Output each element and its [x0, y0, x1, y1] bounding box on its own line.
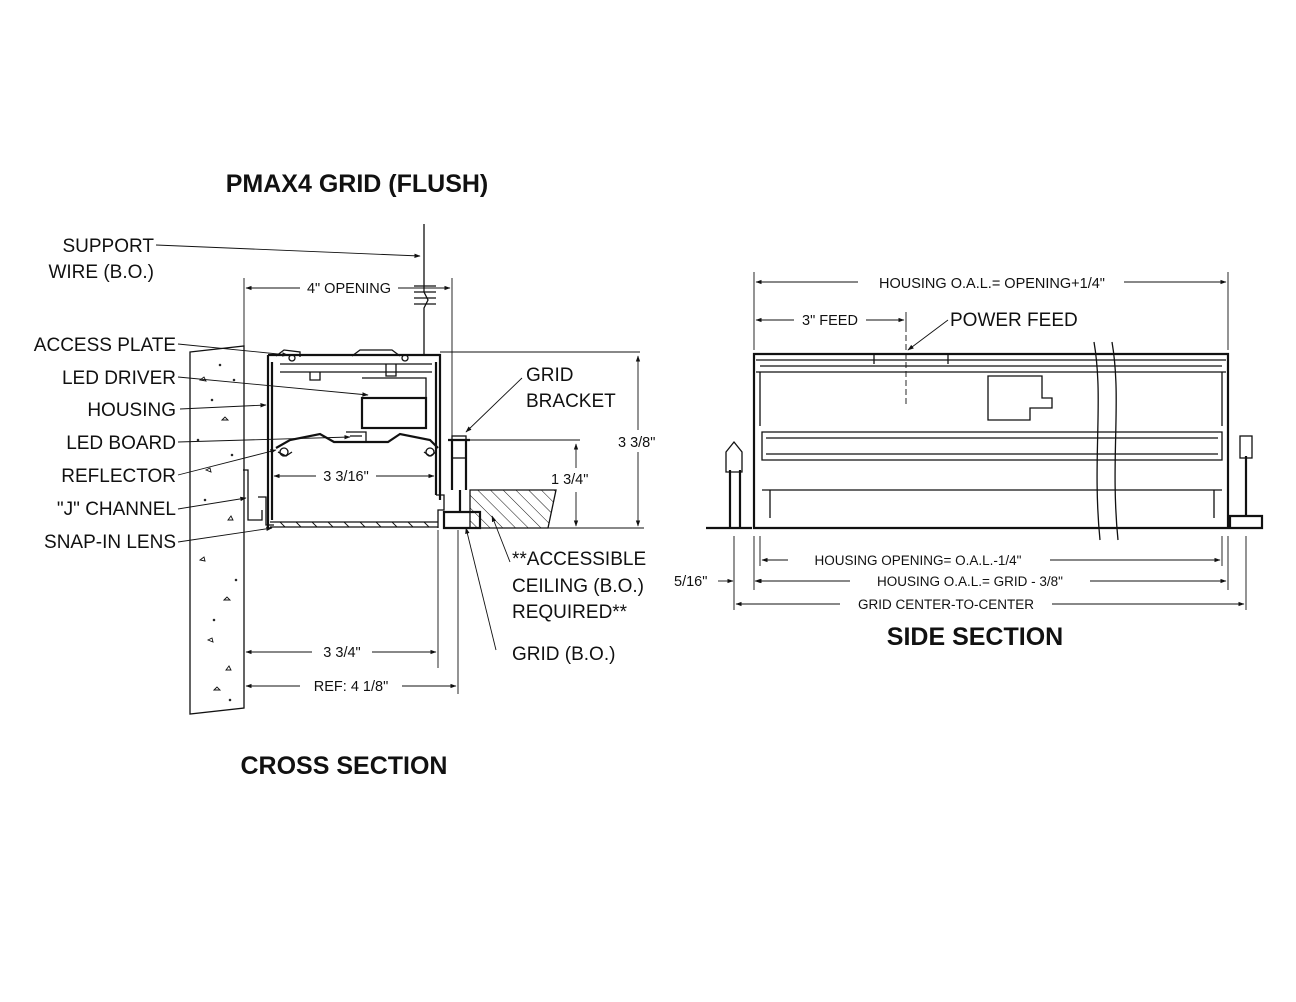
- label-accessible-1: **ACCESSIBLE: [512, 549, 646, 570]
- label-housing: HOUSING: [87, 400, 176, 421]
- label-support-wire-1: SUPPORT: [62, 236, 154, 257]
- dim-feed: 3" FEED: [802, 313, 858, 329]
- support-wire: [423, 224, 429, 356]
- snap-in-lens: [270, 521, 438, 528]
- label-support-wire-2: WIRE (B.O.): [48, 262, 154, 283]
- dim-grid-ctc: GRID CENTER-TO-CENTER: [858, 597, 1034, 612]
- dim-reflector-width: 3 3/16": [323, 469, 368, 485]
- ceiling-tile: [469, 489, 557, 529]
- label-reflector: REFLECTOR: [61, 466, 176, 487]
- side-housing-outline: [752, 352, 1230, 530]
- main-title: PMAX4 GRID (FLUSH): [226, 170, 489, 198]
- cross-section-drawing: [155, 224, 644, 715]
- grid-bracket: [448, 438, 470, 490]
- label-accessible-2: CEILING (B.O.): [512, 576, 644, 597]
- label-grid-bracket-2: BRACKET: [526, 391, 616, 412]
- concrete-speckle: [196, 363, 238, 702]
- side-reflector: [761, 431, 1223, 518]
- side-section-title: SIDE SECTION: [887, 623, 1063, 651]
- dim-housing-width: 3 3/4": [323, 645, 360, 661]
- dim-housing-opening: HOUSING OPENING= O.A.L.-1/4": [815, 553, 1022, 568]
- side-grid-left: [706, 470, 752, 530]
- label-access-plate: ACCESS PLATE: [34, 335, 176, 356]
- led-driver-box: [360, 396, 428, 430]
- side-grid-right: [1228, 456, 1264, 530]
- label-led-driver: LED DRIVER: [62, 368, 176, 389]
- side-driver: [987, 375, 1053, 421]
- dim-ref-width: REF: 4 1/8": [314, 679, 388, 695]
- dim-housing-oal-grid: HOUSING O.A.L.= GRID - 3/8": [877, 574, 1063, 589]
- housing-outline: [266, 353, 442, 528]
- dim-height-total: 3 3/8": [618, 435, 655, 451]
- break-line: [1093, 341, 1119, 541]
- label-grid-bracket-1: GRID: [526, 365, 574, 386]
- cross-section-title: CROSS SECTION: [241, 752, 448, 780]
- label-power-feed: POWER FEED: [950, 310, 1078, 331]
- dim-housing-oal: HOUSING O.A.L.= OPENING+1/4": [879, 276, 1105, 292]
- j-channel: [243, 469, 274, 526]
- label-led-board: LED BOARD: [66, 433, 176, 454]
- label-snap-in-lens: SNAP-IN LENS: [44, 532, 176, 553]
- label-grid-bo: GRID (B.O.): [512, 644, 615, 665]
- dim-bracket-height: 1 3/4": [551, 472, 588, 488]
- side-section-drawing: [706, 272, 1264, 610]
- dim-offset: 5/16": [674, 574, 707, 590]
- label-j-channel: "J" CHANNEL: [57, 499, 176, 520]
- dim-opening: 4" OPENING: [307, 281, 391, 297]
- concrete-wall: [189, 345, 245, 715]
- access-plate: [275, 349, 401, 357]
- label-accessible-3: REQUIRED**: [512, 602, 628, 623]
